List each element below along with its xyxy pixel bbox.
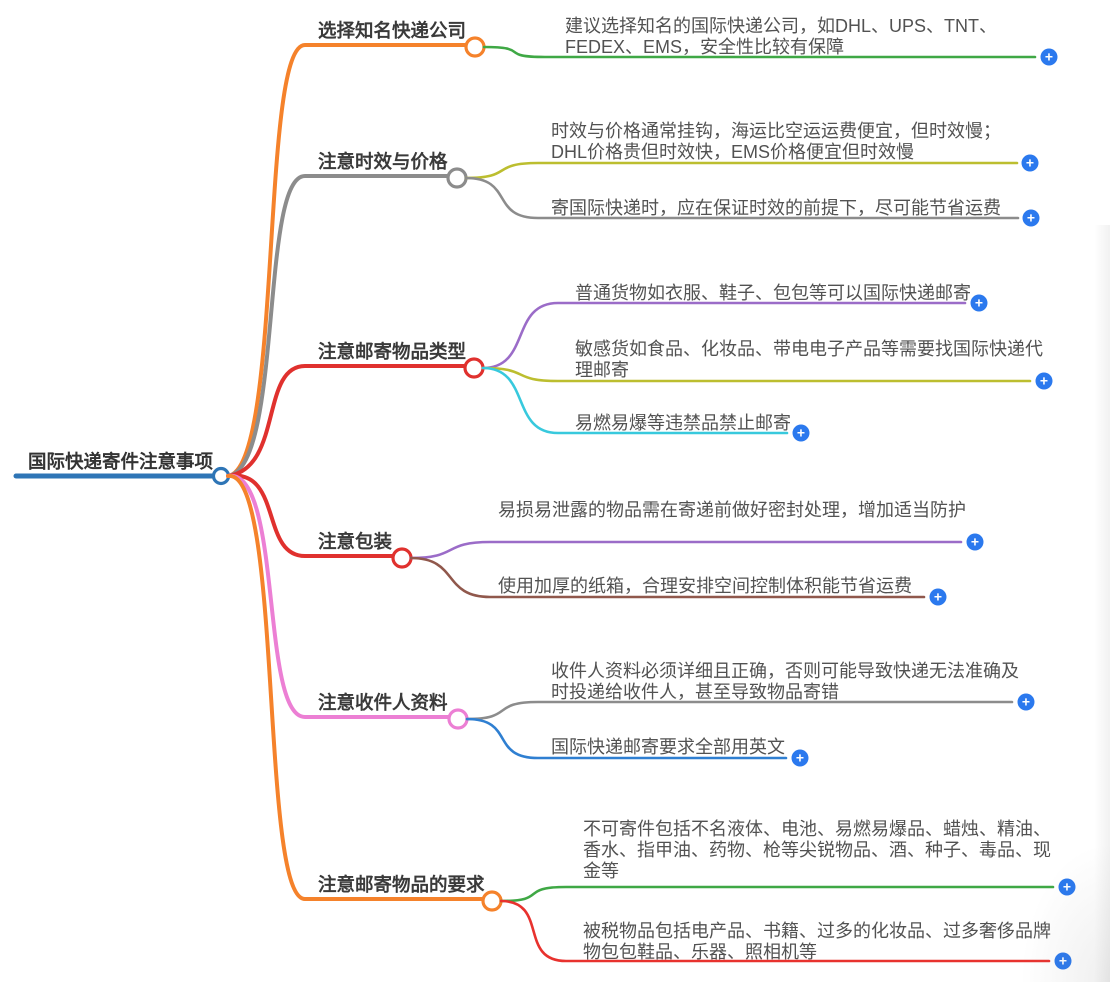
leaf-connector-line	[464, 176, 1020, 220]
leaf-node-text[interactable]: 收件人资料必须详细且正确，否则可能导致快递无法准确及时投递给收件人，甚至导致物品…	[551, 661, 1019, 702]
plus-icon: +	[1039, 372, 1049, 389]
add-child-button[interactable]: +	[1021, 154, 1039, 172]
add-child-button[interactable]: +	[929, 588, 947, 606]
leaf-node-text[interactable]: 寄国际快递时，应在保证时效的前提下，尽可能节省运费	[551, 198, 1001, 218]
add-child-button[interactable]: +	[1035, 372, 1053, 390]
leaf-node-text[interactable]: 建议选择知名的国际快递公司，如DHL、UPS、TNT、FEDEX、EMS，安全性…	[565, 16, 998, 57]
leaf-node-text[interactable]: 普通货物如衣服、鞋子、包包等可以国际快递邮寄	[575, 283, 971, 303]
plus-icon: +	[795, 749, 805, 766]
leaf-connector-line	[481, 301, 967, 370]
plus-icon: +	[1021, 693, 1031, 710]
add-child-button[interactable]: +	[1054, 952, 1072, 970]
root-node-label[interactable]: 国际快递寄件注意事项	[28, 451, 214, 472]
leaf-connector-line	[481, 366, 789, 435]
plus-icon: +	[1063, 879, 1071, 895]
add-child-button[interactable]: +	[966, 533, 984, 551]
add-child-button[interactable]: +	[1040, 48, 1058, 66]
leaf-node-text[interactable]: 易损易泄露的物品需在寄递前做好密封处理，增加适当防护	[498, 500, 966, 520]
add-child-button[interactable]: +	[1017, 693, 1035, 711]
leaf-connector-line	[499, 899, 1051, 963]
leaf-node-text[interactable]: 敏感货如食品、化妆品、带电电子产品等需要找国际快递代理邮寄	[575, 339, 1043, 380]
add-child-button[interactable]: +	[970, 294, 988, 312]
plus-icon: +	[1025, 154, 1035, 171]
leaf-connector-line	[465, 717, 788, 760]
branch-connector-line	[226, 473, 450, 719]
leaf-connector-line	[409, 540, 963, 560]
branch-connector-line	[226, 174, 449, 478]
leaf-node-text[interactable]: 被税物品包括电产品、书籍、过多的化妆品、过多奢侈品牌物包包鞋品、乐器、照相机等	[583, 921, 1051, 962]
branch-connector-line	[226, 473, 484, 901]
leaf-connector-line	[481, 366, 1032, 383]
branch-connector-line	[226, 364, 466, 478]
add-child-button[interactable]: +	[792, 424, 810, 442]
leaf-connector-line	[464, 161, 1019, 180]
leaf-node-text[interactable]: 使用加厚的纸箱，合理安排空间控制体积能节省运费	[498, 576, 912, 596]
leaf-connector-line	[465, 700, 1014, 721]
leaf-connector-line	[482, 45, 1037, 59]
plus-icon: +	[970, 533, 980, 550]
branch-node-label[interactable]: 选择知名快递公司	[318, 20, 467, 41]
page-corner-shadow	[1020, 842, 1110, 982]
plus-icon: +	[796, 424, 806, 441]
plus-icon: +	[1026, 209, 1036, 226]
add-child-button[interactable]: +	[1022, 209, 1040, 227]
branch-node-label[interactable]: 注意邮寄物品类型	[318, 341, 467, 362]
leaf-node-text[interactable]: 国际快递邮寄要求全部用英文	[551, 737, 785, 757]
leaf-connector-line	[409, 556, 926, 599]
branch-node-label[interactable]: 注意邮寄物品的要求	[318, 874, 485, 895]
leaf-node-text[interactable]: 不可寄件包括不名液体、电池、易燃易爆品、蜡烛、精油、香水、指甲油、药物、枪等尖锐…	[583, 819, 1051, 881]
plus-icon: +	[933, 588, 943, 605]
branch-node-label[interactable]: 注意包装	[318, 531, 393, 552]
plus-icon: +	[1044, 48, 1054, 65]
branch-connector-line	[226, 473, 394, 558]
page-edge-shadow	[1094, 225, 1110, 982]
branch-connector-line	[226, 43, 467, 478]
add-child-button[interactable]: +	[791, 749, 809, 767]
plus-icon: +	[974, 294, 984, 311]
branch-node-label[interactable]: 注意时效与价格	[318, 151, 448, 172]
leaf-connector-line	[499, 885, 1055, 903]
leaf-node-text[interactable]: 易燃易爆等违禁品禁止邮寄	[575, 413, 791, 433]
add-child-button[interactable]: +	[1058, 878, 1076, 896]
plus-icon: +	[1059, 953, 1067, 969]
leaf-node-text[interactable]: 时效与价格通常挂钩，海运比空运运费便宜，但时效慢；DHL价格贵但时效快，EMS价…	[551, 121, 1001, 162]
branch-node-label[interactable]: 注意收件人资料	[318, 692, 448, 713]
